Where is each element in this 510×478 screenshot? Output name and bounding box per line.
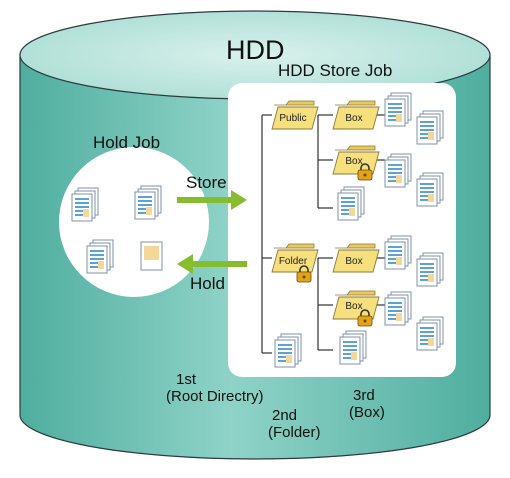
- store-arrow: [177, 190, 247, 210]
- folder-folder: Folder: [271, 243, 319, 283]
- box-3: Box: [332, 243, 380, 273]
- box-3-label: Box: [345, 256, 362, 267]
- box-4: Box: [332, 290, 380, 327]
- hold-panel-title: Hold Job: [93, 133, 161, 152]
- public-folder-label: Public: [279, 113, 306, 124]
- level1-label-line1: 1st: [176, 371, 197, 388]
- level1-label-line2: (Root Directry): [166, 388, 264, 405]
- level3-label-line1: 3rd: [353, 387, 375, 404]
- hold-job-documents: [72, 186, 163, 273]
- box-2: Box: [332, 145, 380, 181]
- hold-arrow: [177, 254, 247, 274]
- box-4-label: Box: [345, 301, 362, 312]
- folder-folder-label: Folder: [279, 256, 308, 267]
- box-1: Box: [332, 100, 380, 130]
- hdd-title: HDD: [226, 35, 285, 65]
- box-1-label: Box: [345, 113, 362, 124]
- blank-document: [140, 241, 163, 271]
- public-folder: Public: [271, 100, 319, 130]
- box-2-label: Box: [345, 156, 362, 167]
- store-label: Store: [186, 173, 227, 192]
- hold-label: Hold: [190, 274, 225, 293]
- level2-label-line1: 2nd: [272, 407, 298, 424]
- level3-label-line2: (Box): [349, 404, 385, 421]
- hold-job-panel: [59, 147, 209, 297]
- level2-label-line2: (Folder): [268, 424, 321, 441]
- store-panel-title: HDD Store Job: [278, 61, 393, 80]
